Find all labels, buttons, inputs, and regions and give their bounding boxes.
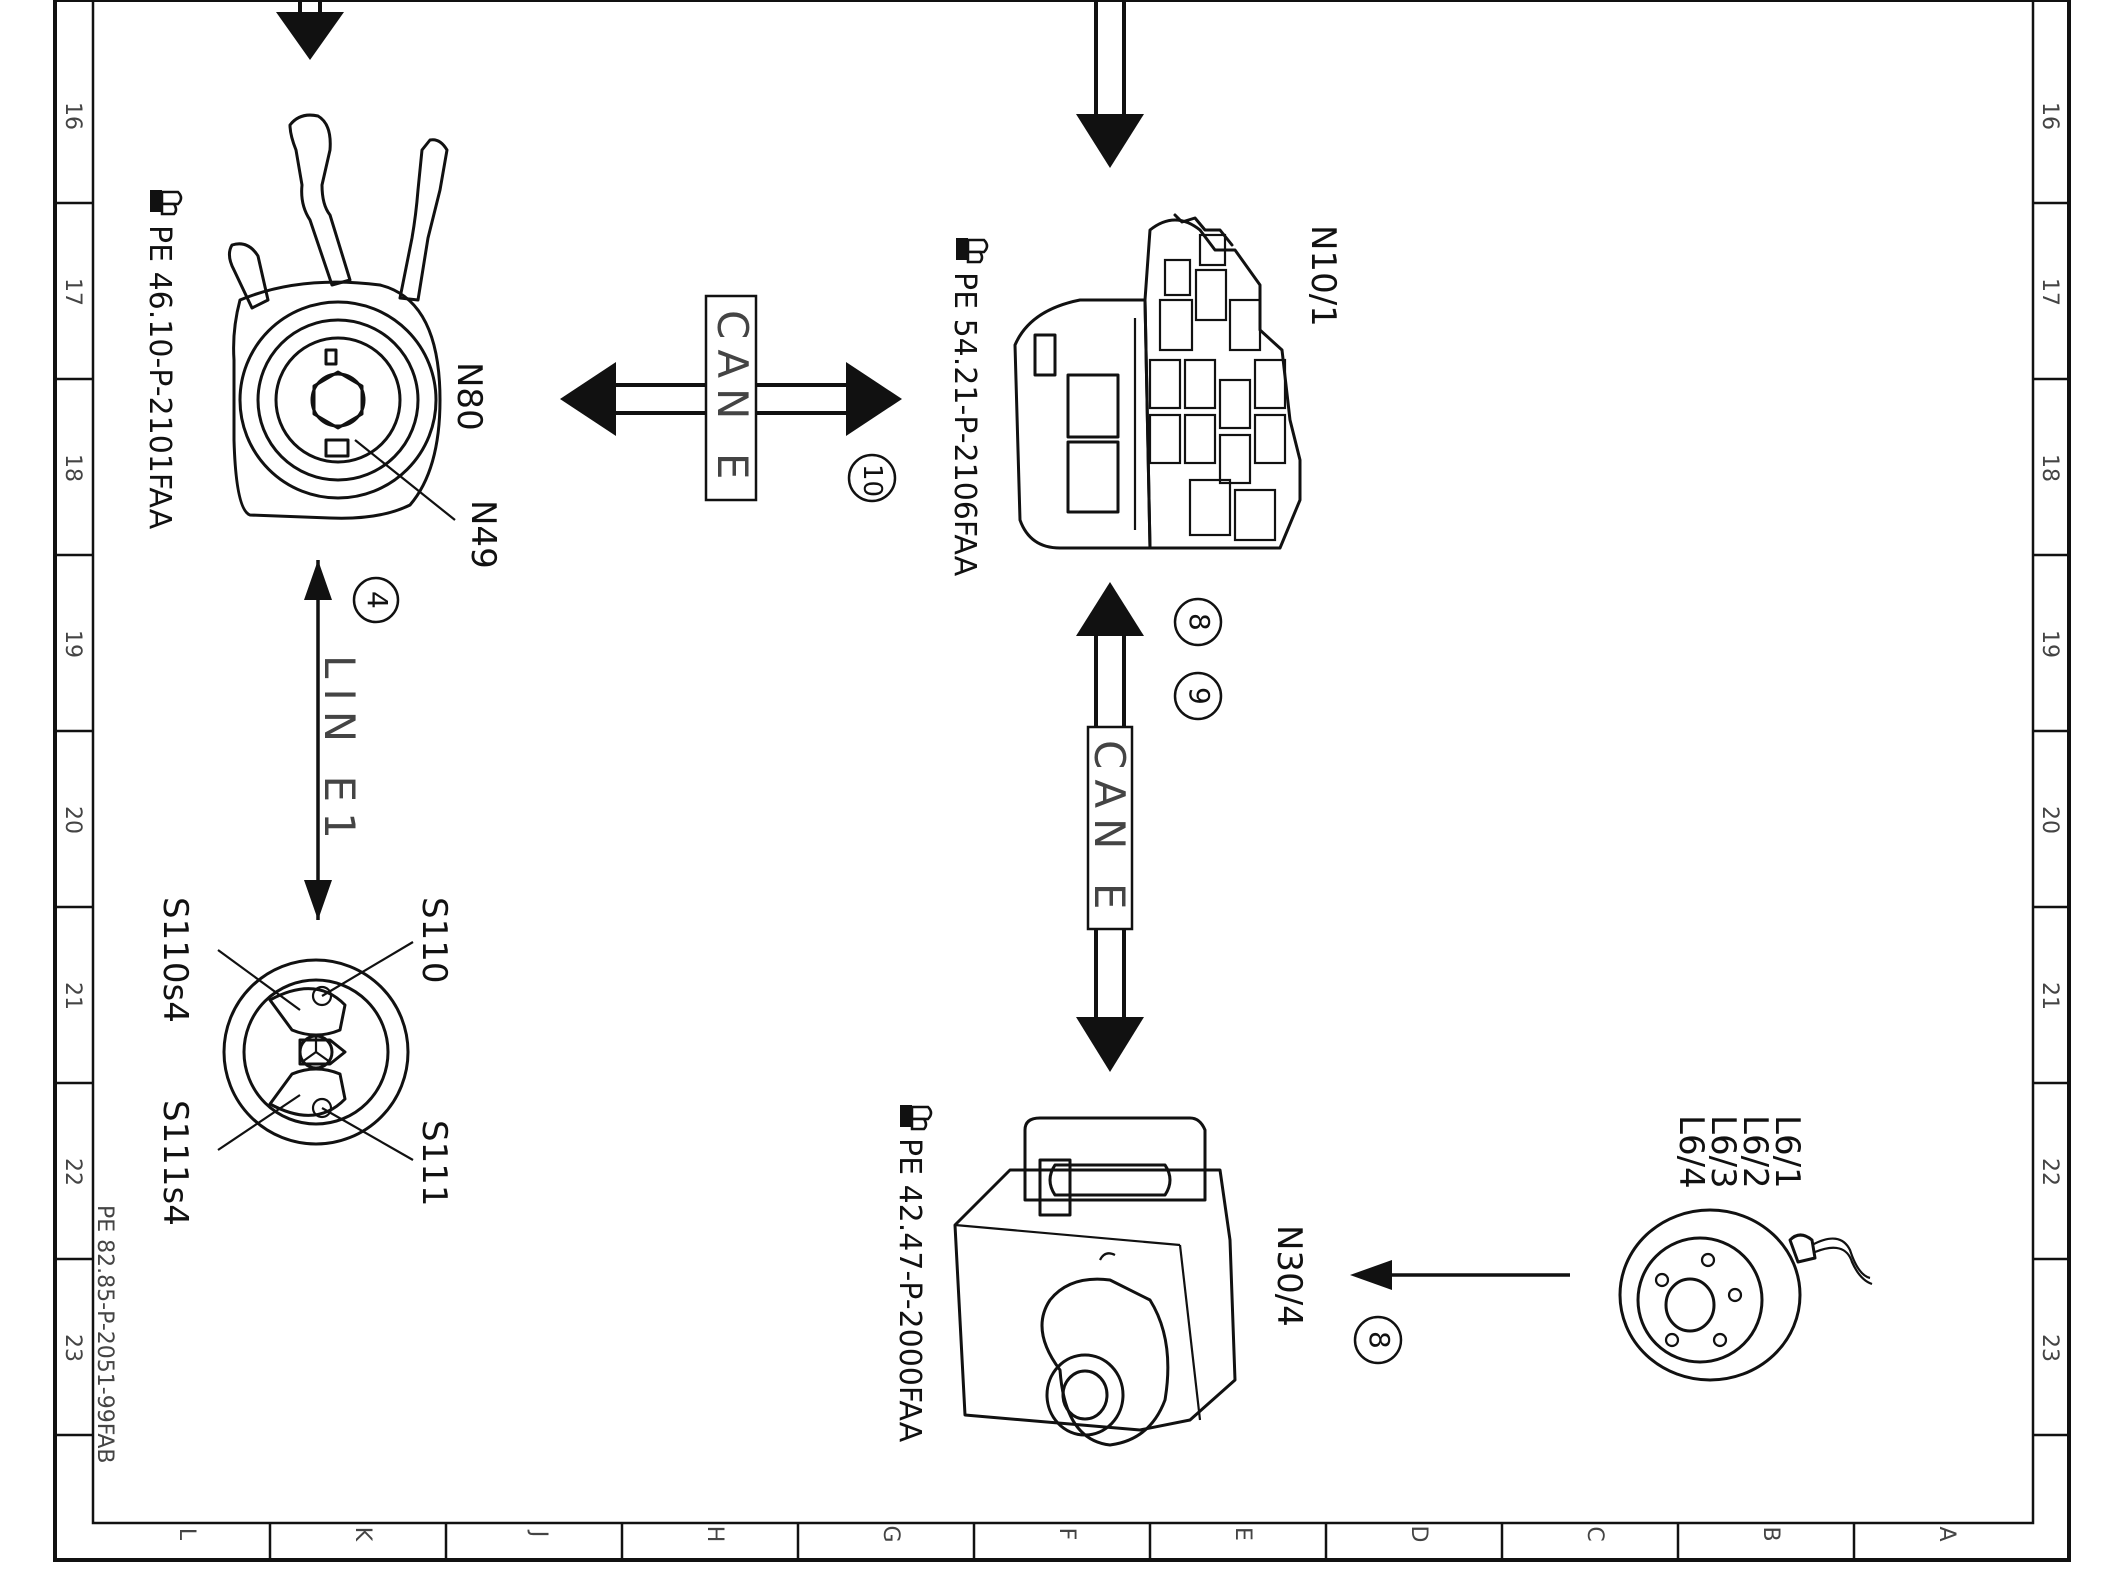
ruler-right-16: 16 <box>2037 102 2062 130</box>
ruler-left-16: 16 <box>60 102 85 130</box>
ruler-right-17: 17 <box>2037 278 2062 306</box>
ruler-left-19: 19 <box>60 630 85 658</box>
sensor-signal-arrow <box>1350 1260 1570 1290</box>
n30-label: N30/4 <box>1269 1225 1309 1327</box>
marker-9 <box>1173 671 1223 721</box>
document-id: PE 82.85-P-2051-99FAB <box>92 1205 117 1464</box>
ruler-bottom-F: F <box>1054 1528 1079 1541</box>
esp-control-unit-drawing <box>953 1116 1237 1447</box>
steering-column-module-drawing <box>227 113 456 521</box>
ruler-bottom-E: E <box>1230 1527 1255 1541</box>
can-bus-vertical-arrow <box>1076 582 1144 1072</box>
s110s4-label: S110s4 <box>155 897 195 1023</box>
s111s4-label: S111s4 <box>155 1100 195 1226</box>
right-ruler <box>2033 201 2069 1437</box>
n80-ref: PE 46.10-P-2101FAA <box>142 225 177 530</box>
ruler-left-17: 17 <box>60 278 85 306</box>
ruler-right-23: 23 <box>2037 1334 2062 1362</box>
marker-10-label: 10 <box>857 464 887 497</box>
lin-e1-label: LIN E1 <box>315 655 364 849</box>
marker-9-label: 9 <box>1183 687 1216 705</box>
ruler-right-20: 20 <box>2037 806 2062 834</box>
pointing-hand-icon <box>150 190 183 216</box>
ruler-left-21: 21 <box>60 982 85 1010</box>
ruler-left-22: 22 <box>60 1158 85 1186</box>
bottom-ruler <box>268 1523 1856 1560</box>
left-ruler <box>55 201 93 1437</box>
n49-label: N49 <box>463 500 503 569</box>
inner-frame <box>91 0 2035 1525</box>
outer-frame <box>53 0 2071 1562</box>
ruler-bottom-B: B <box>1758 1526 1783 1541</box>
ruler-bottom-D: D <box>1406 1526 1431 1543</box>
s110-label: S110 <box>414 897 454 983</box>
can-e-top-label: CAN E <box>708 310 757 489</box>
n30-ref: PE 42.47-P-2000FAA <box>892 1138 927 1443</box>
l64-label: L6/4 <box>1671 1115 1711 1189</box>
n10-label: N10/1 <box>1303 225 1343 327</box>
l63-label: L6/3 <box>1703 1115 1743 1189</box>
pointing-hand-icon <box>956 238 989 264</box>
arrow-down-icon <box>1076 0 1144 168</box>
ruler-right-22: 22 <box>2037 1158 2062 1186</box>
l62-label: L6/2 <box>1735 1115 1775 1189</box>
n80-label: N80 <box>449 362 489 431</box>
marker-10 <box>847 453 897 503</box>
ruler-bottom-A: A <box>1934 1526 1959 1541</box>
steering-wheel-drawing <box>217 941 414 1161</box>
arrow-down-icon <box>276 0 344 60</box>
ruler-bottom-K: K <box>350 1527 375 1542</box>
ruler-right-18: 18 <box>2037 454 2062 482</box>
sam-module-drawing <box>1013 213 1302 550</box>
ruler-bottom-G: G <box>878 1525 903 1542</box>
l61-label: L6/1 <box>1767 1115 1807 1189</box>
can-bus-horizontal-arrow <box>560 294 902 502</box>
ruler-right-21: 21 <box>2037 982 2062 1010</box>
brake-disc-sensor-drawing <box>1618 1208 1873 1382</box>
ruler-left-18: 18 <box>60 454 85 482</box>
ruler-bottom-C: C <box>1582 1526 1607 1541</box>
n10-ref: PE 54.21-P-2106FAA <box>947 272 982 577</box>
marker-4 <box>352 576 400 624</box>
pointing-hand-icon <box>900 1105 933 1131</box>
can-e-vertical-label: CAN E <box>1085 740 1134 919</box>
marker-8-top-label: 8 <box>1183 613 1216 631</box>
ruler-left-20: 20 <box>60 806 85 834</box>
ruler-bottom-H: H <box>702 1526 727 1543</box>
s111-label: S111 <box>414 1120 454 1206</box>
ruler-bottom-J: J <box>526 1529 551 1538</box>
marker-8-top <box>1173 597 1223 647</box>
ruler-left-23: 23 <box>60 1334 85 1362</box>
ruler-right-19: 19 <box>2037 630 2062 658</box>
marker-8-bottom <box>1353 1315 1403 1365</box>
lin-bus-arrow <box>304 560 332 920</box>
marker-4-label: 4 <box>361 591 394 609</box>
marker-8-bottom-label: 8 <box>1363 1331 1396 1349</box>
ruler-bottom-L: L <box>174 1528 199 1541</box>
